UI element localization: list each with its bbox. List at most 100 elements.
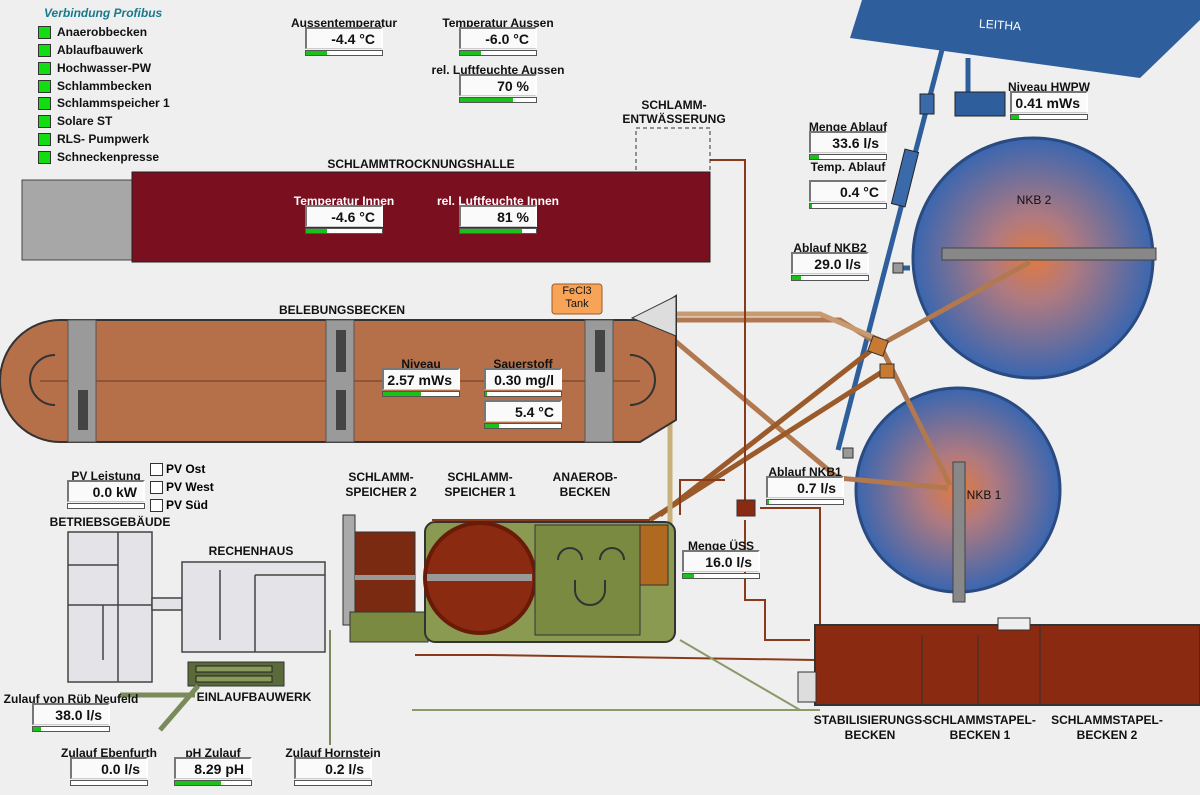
status-led-icon: [38, 132, 51, 146]
label-fecl3: FeCl3: [562, 285, 592, 297]
rechenhaus: [181, 561, 326, 653]
value-text: 0.4 °C: [809, 180, 887, 202]
label-stapelbecken1-1: SCHLAMMSTAPEL-: [924, 713, 1036, 727]
label-schlammspeicher2-1: SCHLAMM-: [348, 470, 414, 484]
profibus-title: Verbindung Profibus: [44, 6, 163, 20]
label-temperatur-aussen: Temperatur Aussen: [442, 16, 554, 30]
value-text: 2.57 mWs: [382, 368, 460, 390]
profibus-status-schlammspeicher-1: Schlammspeicher 1: [38, 96, 170, 110]
label-anaerobbecken-2: BECKEN: [559, 485, 611, 499]
value-box-zulauf-ebenfurth: 0.0 l/s: [70, 757, 148, 787]
level-bar: [305, 228, 383, 234]
level-bar-fill: [792, 276, 802, 280]
label-niveau: Niveau: [401, 357, 441, 371]
level-bar-fill: [460, 229, 522, 233]
value-box-menge-uess: 16.0 l/s: [682, 550, 760, 580]
value-text: 8.29 pH: [174, 757, 252, 779]
value-text: 70 %: [459, 74, 537, 96]
level-bar-fill: [33, 727, 41, 731]
level-bar-fill: [175, 781, 221, 785]
level-bar-fill: [810, 204, 812, 208]
value-box-menge-ablauf: 33.6 l/s: [809, 131, 887, 161]
schlammspeicher-2: [354, 531, 416, 613]
value-text: 33.6 l/s: [809, 131, 887, 153]
value-text: -6.0 °C: [459, 27, 537, 49]
checkbox-icon[interactable]: [150, 462, 163, 476]
status-label: Hochwasser-PW: [57, 61, 152, 75]
checkbox-icon[interactable]: [150, 498, 163, 512]
label-temperatur-innen: Temperatur Innen: [293, 194, 395, 208]
checkbox-pv-ost[interactable]: PV Ost: [150, 462, 205, 476]
label-luftfeuchte-aussen: rel. Luftfeuchte Aussen: [431, 63, 565, 77]
value-box-ph-zulauf: 8.29 pH: [174, 757, 252, 787]
sludge-lines: [415, 159, 821, 661]
label-sauerstoff: Sauerstoff: [493, 357, 553, 371]
label-betriebsgebaeude: BETRIEBSGEBÄUDE: [49, 515, 171, 529]
profibus-status-ablaufbauwerk: Ablaufbauwerk: [38, 43, 143, 57]
level-bar-fill: [383, 392, 421, 396]
label-ph-zulauf: pH Zulauf: [185, 746, 241, 760]
level-bar: [32, 726, 110, 732]
label-leitha: LEITHA: [978, 16, 1022, 34]
value-text: -4.4 °C: [305, 27, 383, 49]
level-bar: [484, 423, 562, 429]
value-text: 0.30 mg/l: [484, 368, 562, 390]
value-box-temperatur-innen: -4.6 °C: [305, 205, 383, 235]
value-box-niveau-hwpw: 0.41 mWs: [1010, 91, 1088, 121]
status-label: Schlammbecken: [57, 79, 152, 93]
label-temp-ablauf: Temp. Ablauf: [810, 160, 886, 174]
label-anaerobbecken-1: ANAEROB-: [552, 470, 618, 484]
label-ablauf-nkb2: Ablauf NKB2: [793, 241, 867, 255]
level-bar: [459, 228, 537, 234]
level-bar: [294, 780, 372, 786]
status-label: RLS- Pumpwerk: [57, 132, 150, 146]
status-label: Anaerobbecken: [57, 25, 148, 39]
checkbox-pv-sued[interactable]: PV Süd: [150, 498, 208, 512]
label-zulauf-hornstein: Zulauf Hornstein: [285, 746, 381, 760]
label-luftfeuchte-innen: rel. Luftfeuchte Innen: [436, 194, 560, 208]
label-schlammtrocknungshalle: SCHLAMMTROCKNUNGSHALLE: [327, 157, 515, 171]
value-text: 16.0 l/s: [682, 550, 760, 572]
label-nkb1: NKB 1: [966, 488, 1002, 502]
level-bar-fill: [810, 155, 820, 159]
value-box-zulauf-hornstein: 0.2 l/s: [294, 757, 372, 787]
betriebsgebaeude: [67, 531, 183, 683]
level-bar: [70, 780, 148, 786]
level-bar: [67, 503, 145, 509]
status-label: Schlammspeicher 1: [57, 96, 170, 110]
value-box-luftfeuchte-innen: 81 %: [459, 205, 537, 235]
label-nkb2: NKB 2: [1016, 193, 1052, 207]
status-led-icon: [38, 25, 51, 39]
level-bar-fill: [485, 392, 488, 396]
label-zulauf-rueb: Zulauf von Rüb Neufeld: [3, 692, 139, 706]
checkbox-icon[interactable]: [150, 480, 163, 494]
fecl3-tank: [551, 283, 603, 315]
status-led-icon: [38, 43, 51, 57]
value-text: 0.0 kW: [67, 480, 145, 502]
checkbox-pv-west[interactable]: PV West: [150, 480, 214, 494]
label-menge-uess: Menge ÜSS: [687, 539, 755, 553]
value-text: 81 %: [459, 205, 537, 227]
label-zulauf-ebenfurth: Zulauf Ebenfurth: [61, 746, 157, 760]
profibus-status-rls-pumpwerk: RLS- Pumpwerk: [38, 132, 149, 146]
label-menge-ablauf: Menge Ablauf: [808, 120, 888, 134]
value-box-zulauf-rueb: 38.0 l/s: [32, 703, 110, 733]
label-pv-leistung: PV Leistung: [71, 469, 141, 483]
hwpw-pump-station: [954, 91, 1006, 117]
label-stapelbecken2-2: BECKEN 2: [1076, 728, 1138, 742]
status-label: Ablaufbauwerk: [57, 43, 144, 57]
profibus-status-schlammbecken: Schlammbecken: [38, 79, 152, 93]
status-label: Solare ST: [57, 114, 113, 128]
label-schlammentwaesserung-1: SCHLAMM-: [641, 98, 707, 112]
label-aussentemperatur: Aussentemperatur: [290, 16, 398, 30]
label-niveau-hwpw: Niveau HWPW: [1007, 80, 1091, 94]
level-bar-fill: [767, 500, 769, 504]
value-text: 0.7 l/s: [766, 476, 844, 498]
value-text: 5.4 °C: [484, 400, 562, 422]
level-bar-fill: [306, 229, 327, 233]
label-schlammspeicher2-2: SPEICHER 2: [345, 485, 417, 499]
label-stabilisierungsbecken-2: BECKEN: [844, 728, 896, 742]
label-stapelbecken2-1: SCHLAMMSTAPEL-: [1051, 713, 1163, 727]
status-led-icon: [38, 114, 51, 128]
